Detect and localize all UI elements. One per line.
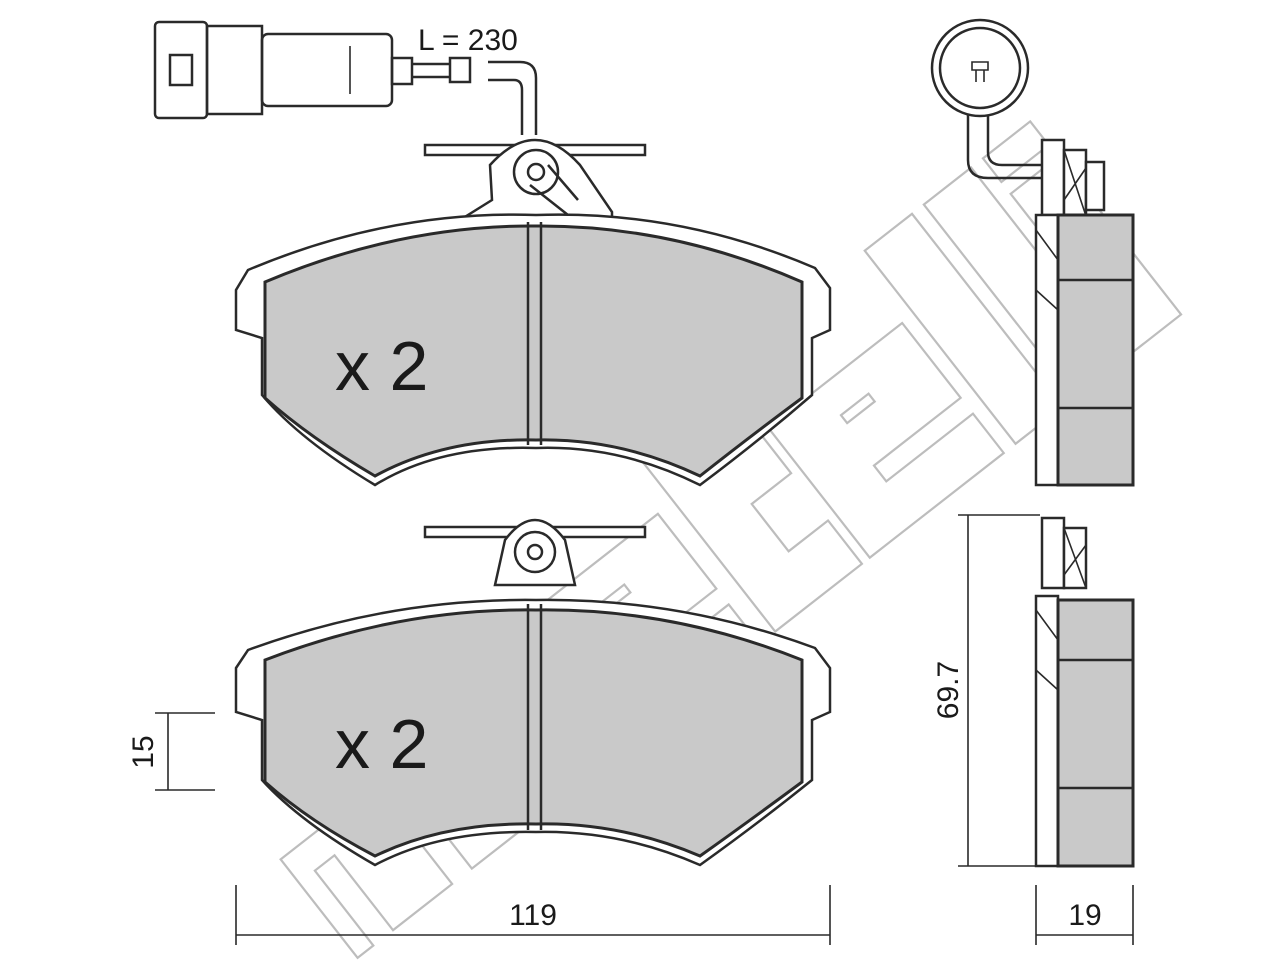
side-view-top <box>930 18 1135 487</box>
dimension-width-label: 119 <box>509 899 557 932</box>
dimension-thickness <box>1035 885 1134 945</box>
brake-pad-top <box>234 138 832 487</box>
wear-sensor-connector <box>153 20 538 135</box>
cable-length-label: L = 230 <box>418 24 518 57</box>
dimension-small-label: 15 <box>127 735 160 768</box>
dimension-height <box>958 514 1040 867</box>
quantity-label-top: x 2 <box>335 327 428 405</box>
dimension-small <box>155 712 215 791</box>
dimension-thickness-label: 19 <box>1068 899 1101 932</box>
brake-pad-bottom <box>234 518 832 867</box>
dimension-width <box>235 885 831 945</box>
side-view-bottom <box>1034 516 1135 868</box>
dimension-height-label: 69.7 <box>932 661 965 719</box>
quantity-label-bottom: x 2 <box>335 705 428 783</box>
